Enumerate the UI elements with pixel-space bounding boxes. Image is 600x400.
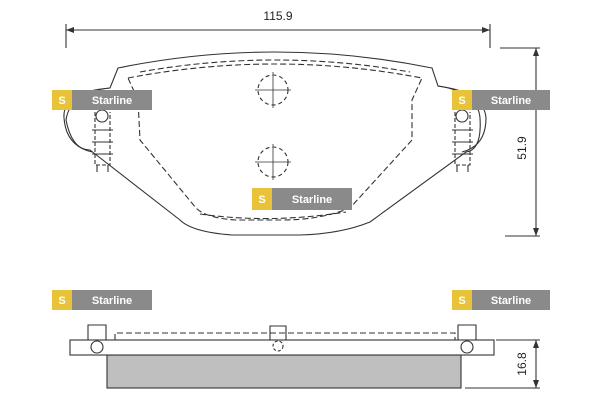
starline-logo-center: S Starline [252,188,352,210]
svg-text:S: S [58,95,65,107]
backing-plate-side [106,354,462,389]
starline-logo-bottom-right: S Starline [452,290,550,310]
right-clip [452,109,473,172]
thickness-dimension-label: 16.8 [515,352,529,376]
side-center-tab [269,325,287,340]
side-plate [69,339,495,356]
svg-text:S: S [58,295,65,307]
starline-logo-top-left: S Starline [52,90,152,110]
side-friction-material [114,332,456,340]
friction-material-inner-outline [139,59,411,73]
svg-text:Starline: Starline [292,194,332,206]
width-dimension-label: 115.9 [263,9,292,23]
starline-logo-bottom-left: S Starline [52,290,152,310]
svg-text:Starline: Starline [92,95,132,107]
svg-text:Starline: Starline [491,95,531,107]
side-right-clip [457,324,477,340]
svg-text:Starline: Starline [92,295,132,307]
starline-logo-top-right: S Starline [452,90,550,110]
backing-plate-outline [65,51,481,236]
svg-text:S: S [458,295,465,307]
svg-text:S: S [458,95,465,107]
thickness-dimension [465,339,540,389]
left-clip [92,109,113,172]
side-left-clip [87,324,107,340]
lower-rivet-circle [255,144,291,180]
svg-text:Starline: Starline [491,295,531,307]
svg-text:S: S [258,194,265,206]
width-dimension [65,24,491,48]
upper-rivet-circle [255,72,291,108]
height-dimension-label: 51.9 [515,136,529,160]
height-dimension [500,47,540,237]
side-view [69,324,540,389]
friction-material-lower-line [199,211,347,220]
